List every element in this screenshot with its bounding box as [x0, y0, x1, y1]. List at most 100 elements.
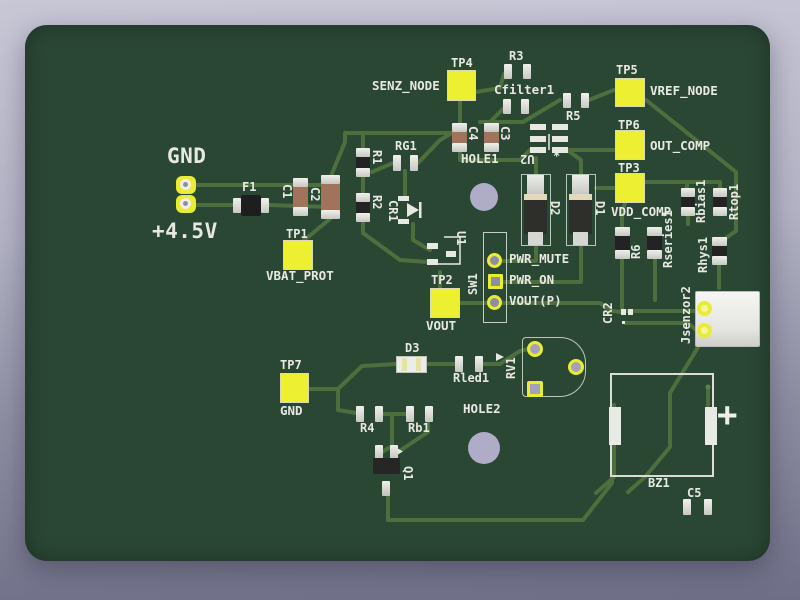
- cr2-pad: [628, 309, 633, 315]
- cr1-cathode-bar: [419, 202, 422, 218]
- component-r1-resistor: [356, 148, 370, 177]
- refdes-d1: D1: [593, 201, 607, 216]
- label-hole2: HOLE2: [463, 401, 501, 416]
- component-rtop1-resistor: [713, 188, 727, 216]
- refdes-r4: R4: [360, 421, 375, 435]
- pin-pwr-mute: [487, 253, 502, 268]
- u2-pad: [552, 136, 568, 142]
- refdes-rbias1: Rbias1: [694, 179, 708, 223]
- refdes-rb1: Rb1: [408, 421, 430, 435]
- testpoint-tp5: [615, 78, 645, 107]
- component-r2-resistor: [356, 193, 370, 222]
- q1-arrow-icon: [397, 448, 403, 455]
- component-d3-led: [396, 356, 427, 373]
- component-cfilter1-capacitor: [503, 99, 529, 114]
- net-label-out-comp: OUT_COMP: [650, 138, 711, 153]
- testpoint-tp2: [430, 288, 460, 318]
- net-label-vdd-comp: VDD_COMP: [611, 204, 672, 219]
- component-c3-capacitor: [484, 123, 499, 152]
- rv1-pad: [568, 359, 584, 375]
- refdes-r1: R1: [370, 150, 384, 165]
- refdes-tp2: TP2: [431, 273, 453, 287]
- refdes-tp4: TP4: [451, 56, 473, 70]
- testpoint-tp7: [280, 373, 309, 403]
- jsenzor2-pin: [697, 323, 712, 338]
- component-c1-capacitor: [293, 178, 308, 216]
- refdes-rseries1: Rseries1: [661, 210, 675, 268]
- component-rseries1-resistor: [647, 227, 662, 259]
- component-r6-resistor: [615, 227, 630, 259]
- component-r3-resistor: [504, 64, 531, 79]
- testpoint-tp6: [615, 130, 645, 160]
- refdes-rg1: RG1: [395, 139, 417, 153]
- refdes-r6: R6: [629, 244, 643, 259]
- refdes-f1: F1: [242, 180, 257, 194]
- refdes-d3: D3: [405, 341, 420, 355]
- net-label-gnd: GND: [167, 144, 207, 168]
- refdes-d2: D2: [548, 201, 562, 216]
- refdes-jsenzor2: Jsenzor2: [679, 286, 693, 344]
- u2-pad: [552, 147, 568, 153]
- component-q1-transistor: [373, 445, 400, 498]
- component-c5-capacitor: [683, 499, 712, 515]
- cr2-pad: [621, 309, 626, 315]
- net-label-vbat-prot: VBAT_PROT: [266, 268, 334, 283]
- net-label-senz-node: SENZ_NODE: [372, 78, 440, 93]
- component-r5-resistor: [563, 93, 589, 108]
- u2-pad: [552, 124, 568, 130]
- jsenzor2-pin: [697, 301, 712, 316]
- refdes-tp5: TP5: [616, 63, 638, 77]
- net-label-pwr-mute: PWR_MUTE: [509, 251, 570, 266]
- component-c4-capacitor: [452, 123, 467, 152]
- component-rbias1-resistor: [681, 188, 695, 216]
- vbat-through-hole-pad: [176, 195, 196, 213]
- rv1-pad: [527, 341, 543, 357]
- cr1-pad: [398, 219, 409, 224]
- component-d1-diode: [566, 174, 596, 246]
- refdes-c1: C1: [280, 184, 294, 199]
- label-hole1: HOLE1: [461, 151, 499, 166]
- component-rled1-resistor: [455, 356, 483, 372]
- u1-pad: [427, 259, 438, 265]
- u1-pad: [427, 243, 438, 249]
- net-label-pwr-on: PWR_ON: [509, 272, 555, 287]
- component-rb1-resistor: [406, 406, 433, 422]
- refdes-tp6: TP6: [618, 118, 640, 132]
- testpoint-tp4: [447, 70, 476, 101]
- refdes-tp3: TP3: [618, 161, 640, 175]
- net-label-vout: VOUT: [426, 318, 457, 333]
- refdes-rhys1: Rhys1: [696, 236, 710, 273]
- refdes-c5: C5: [687, 486, 702, 500]
- testpoint-tp3: [615, 173, 645, 203]
- bz1-pad: [609, 407, 621, 445]
- refdes-r2: R2: [370, 195, 384, 210]
- bz1-pad: [705, 407, 717, 445]
- bz1-footprint-outline: [609, 373, 717, 477]
- u2-polarity-mark: *: [553, 149, 561, 163]
- testpoint-tp1: [283, 240, 313, 270]
- diode-symbol-icon: [407, 203, 419, 217]
- cr1-pad: [398, 196, 409, 201]
- refdes-bz1: BZ1: [648, 476, 670, 490]
- net-label-gnd-tp7: GND: [280, 403, 303, 418]
- rv1-arrow-icon: [496, 353, 504, 361]
- pin-pwr-on: [488, 274, 503, 289]
- bz1-polarity-plus: +: [717, 395, 738, 435]
- refdes-tp1: TP1: [286, 227, 308, 241]
- refdes-c3: C3: [498, 126, 512, 141]
- refdes-u1: U1: [454, 231, 468, 246]
- refdes-sw1: SW1: [466, 273, 480, 295]
- refdes-rv1: RV1: [504, 357, 518, 379]
- u2-pad: [530, 147, 546, 153]
- via-dot: [705, 384, 711, 390]
- net-label-vbat: +4.5V: [152, 219, 218, 243]
- rv1-footprint-outline: [522, 337, 586, 397]
- u2-pad: [530, 136, 546, 142]
- gnd-through-hole-pad: [176, 176, 196, 194]
- refdes-c2: C2: [308, 187, 322, 202]
- sw1-header-outline: [483, 232, 507, 323]
- component-jsenzor2-connector: [695, 291, 760, 347]
